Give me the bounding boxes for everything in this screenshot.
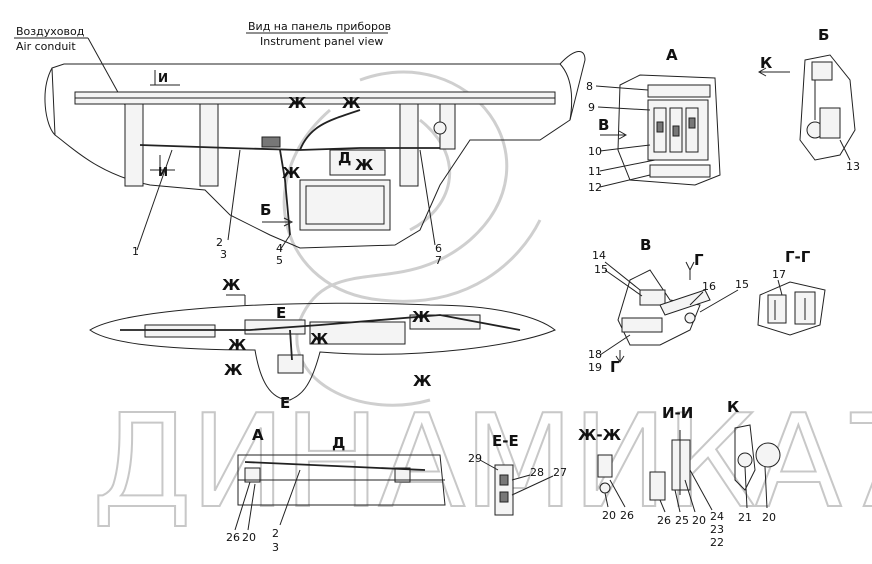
callout-8: 8 — [586, 80, 593, 93]
view-B-bracket — [799, 54, 856, 161]
watermark-text: ДИНАМИКА76 — [92, 388, 872, 537]
callout-14: 14 — [592, 249, 606, 262]
section-D-bottom: Д — [332, 434, 345, 452]
callout-26c: 26 — [657, 514, 671, 527]
section-Zh-9: Ж — [224, 361, 243, 379]
view-A-switch-panel — [617, 74, 721, 186]
callout-24: 24 — [710, 510, 724, 523]
callout-25: 25 — [675, 514, 689, 527]
air-conduit-ru-label: Воздуховод — [16, 25, 85, 38]
callout-11: 11 — [588, 165, 602, 178]
section-B-mid: Б — [260, 201, 271, 219]
callout-26b: 26 — [620, 509, 634, 522]
callout-5: 5 — [276, 254, 283, 267]
section-D-mid: Д — [338, 149, 351, 167]
section-Zh-6: Ж — [412, 308, 431, 326]
callout-10: 10 — [588, 145, 602, 158]
section-I-2: И — [158, 165, 168, 179]
section-E-2: Е — [280, 394, 290, 412]
callout-15a: 15 — [594, 263, 608, 276]
view-ru-title: Вид на панель приборов — [248, 20, 391, 33]
section-K-arrow: К — [760, 54, 773, 72]
callout-23: 23 — [710, 523, 724, 536]
callout-17: 17 — [772, 268, 786, 281]
instrument-panel-top — [44, 51, 586, 249]
callout-7: 7 — [435, 254, 442, 267]
callout-2: 2 — [216, 236, 223, 249]
callout-4: 4 — [276, 242, 283, 255]
section-GG: Г-Г — [785, 248, 811, 266]
section-E-1: Е — [276, 304, 286, 322]
section-V-arrow: В — [598, 116, 609, 134]
section-Zh-5: Ж — [222, 276, 241, 294]
air-conduit-en-label: Air conduit — [16, 40, 76, 53]
callout-3: 3 — [220, 248, 227, 261]
callout-6: 6 — [435, 242, 442, 255]
callout-1: 1 — [132, 245, 139, 258]
callout-13: 13 — [846, 160, 860, 173]
callout-15b: 15 — [735, 278, 749, 291]
callout-16: 16 — [702, 280, 716, 293]
callout-26a: 26 — [226, 531, 240, 544]
callout-20d: 20 — [762, 511, 776, 524]
callout-20c: 20 — [692, 514, 706, 527]
callout-28: 28 — [530, 466, 544, 479]
section-ZhZh: Ж-Ж — [578, 426, 622, 444]
section-Zh-4: Ж — [355, 156, 374, 174]
section-Zh-8: Ж — [310, 330, 329, 348]
view-GG-detail — [757, 281, 826, 336]
section-G-arrow: Г — [694, 251, 704, 269]
section-Zh-7: Ж — [228, 336, 247, 354]
callout-21: 21 — [738, 511, 752, 524]
section-V-view: В — [640, 236, 651, 254]
callout-18: 18 — [588, 348, 602, 361]
section-A-bottom: А — [252, 426, 264, 444]
view-ZhZh-detail — [597, 454, 613, 494]
callout-29: 29 — [468, 452, 482, 465]
view-A-D-bottom — [237, 454, 446, 506]
section-K-bottom: К — [727, 398, 740, 416]
callout-22: 22 — [710, 536, 724, 549]
connector-block — [261, 136, 281, 148]
callout-2b: 2 — [272, 527, 279, 540]
callout-20b: 20 — [602, 509, 616, 522]
section-B-top: Б — [818, 26, 829, 44]
section-EE: Е-Е — [492, 432, 519, 450]
section-A-top: А — [666, 46, 678, 64]
section-Zh-10: Ж — [413, 372, 432, 390]
section-Zh-1: Ж — [288, 94, 307, 112]
instrument-panel-plan — [89, 302, 556, 401]
callout-19: 19 — [588, 361, 602, 374]
section-I-1: И — [158, 71, 168, 85]
view-V-mechanism — [617, 269, 711, 346]
section-Zh-3: Ж — [282, 164, 301, 182]
callout-27: 27 — [553, 466, 567, 479]
callout-12: 12 — [588, 181, 602, 194]
callout-9: 9 — [588, 101, 595, 114]
view-II-detail — [649, 430, 691, 501]
callout-20a: 20 — [242, 531, 256, 544]
section-Zh-2: Ж — [342, 94, 361, 112]
view-en-title: Instrument panel view — [260, 35, 383, 48]
view-K-detail — [734, 424, 781, 491]
callout-3b: 3 — [272, 541, 279, 554]
view-EE-detail — [494, 464, 514, 516]
section-II: И-И — [662, 404, 693, 422]
section-G-arrow2: Г — [610, 358, 620, 376]
